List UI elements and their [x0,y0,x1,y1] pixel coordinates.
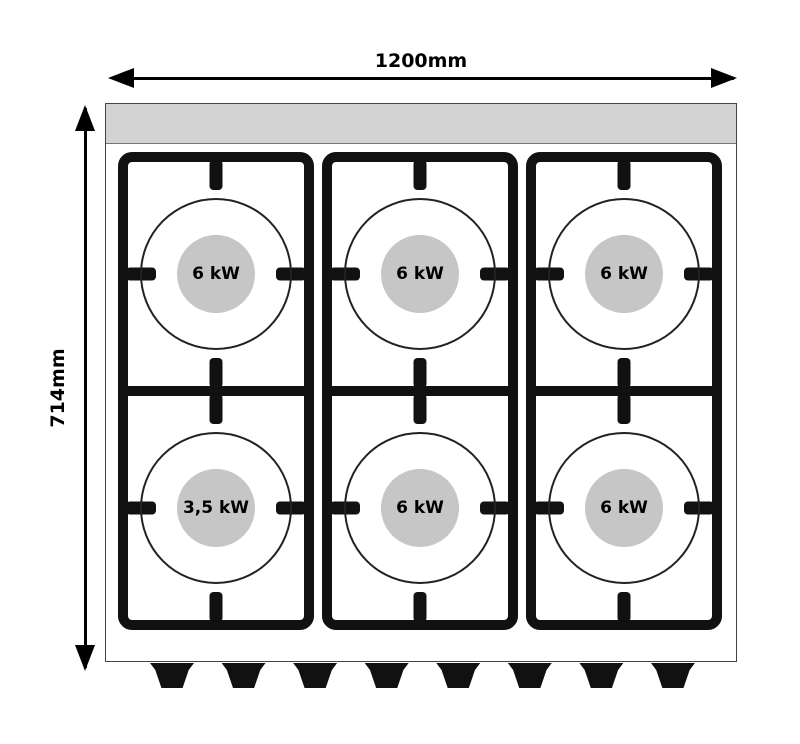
grate-finger-icon [209,592,223,622]
stove-top-view: 6 kW 3,5 kW [105,103,737,662]
control-knob-icon [150,663,194,688]
burner-center: 6 kW [585,235,663,313]
control-knob-icon [507,663,552,688]
height-dimension-label: 714mm [47,348,69,428]
arrowhead-down-icon [75,645,95,671]
burner-ring [548,432,700,584]
arrowhead-right-icon [711,68,737,88]
burner-cell: 3,5 kW [126,394,306,622]
control-knob-icon [436,663,481,688]
width-dimension-line [114,77,734,80]
control-knob-icon [650,663,695,688]
burner-cell: 6 kW [534,394,714,622]
control-knob-icon [293,663,338,688]
grate-finger-icon [209,160,223,190]
width-dimension-label: 1200mm [374,50,468,72]
burner-cell: 6 kW [330,160,510,388]
burner-center: 6 kW [177,235,255,313]
grate-middle-bar [535,386,713,396]
grate-finger-icon [617,160,631,190]
grate-finger-icon [413,358,427,388]
grate-finger-icon [413,160,427,190]
grate-middle-bar [331,386,509,396]
burner-ring [140,432,292,584]
grate-middle-bar [127,386,305,396]
arrowhead-left-icon [108,68,134,88]
control-knob-icon [221,663,266,688]
height-dimension-line [84,108,87,668]
burner-power-label: 6 kW [396,264,444,284]
grate-finger-icon [617,592,631,622]
arrowhead-up-icon [75,105,95,131]
burner-cell: 6 kW [330,394,510,622]
burner-cell: 6 kW [534,160,714,388]
burner-center: 3,5 kW [177,469,255,547]
grate-frame: 6 kW 6 kW [526,152,722,630]
burner-center: 6 kW [381,235,459,313]
grate-finger-icon [617,394,631,424]
burner-power-label: 3,5 kW [182,498,250,518]
grate-finger-icon [413,592,427,622]
burner-ring [140,198,292,350]
burner-ring [548,198,700,350]
burner-power-label: 6 kW [192,264,240,284]
control-knob-row [150,663,695,688]
grate-finger-icon [209,358,223,388]
burner-ring [344,432,496,584]
burner-ring [344,198,496,350]
grate-finger-icon [617,358,631,388]
grate-frame: 6 kW 3,5 kW [118,152,314,630]
grate-finger-icon [209,394,223,424]
burner-power-label: 6 kW [600,264,648,284]
burner-power-label: 6 kW [396,498,444,518]
back-panel-strip [106,104,736,144]
burner-cell: 6 kW [126,160,306,388]
control-knob-icon [364,663,409,688]
burner-power-label: 6 kW [600,498,648,518]
control-knob-icon [579,663,624,688]
grate-finger-icon [413,394,427,424]
burner-center: 6 kW [585,469,663,547]
burner-center: 6 kW [381,469,459,547]
grate-frame: 6 kW 6 kW [322,152,518,630]
